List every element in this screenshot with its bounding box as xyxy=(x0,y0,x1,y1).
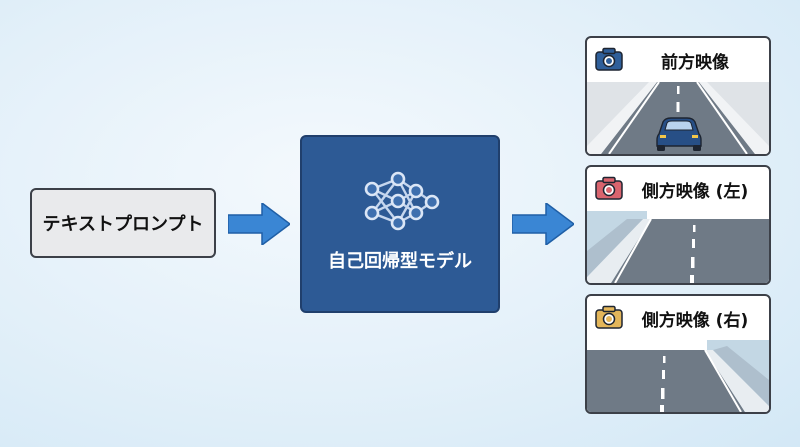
arrow-to-model xyxy=(228,203,290,245)
text-prompt-label: テキストプロンプト xyxy=(42,214,204,235)
model-label: 自己回帰型モデル xyxy=(328,251,472,272)
right-road-scene xyxy=(587,340,769,412)
arrow-to-outputs xyxy=(512,203,574,245)
left-view-header: 側方映像 (左) xyxy=(587,167,769,211)
front-road-scene xyxy=(587,82,769,154)
right-view-label: 側方映像 (右) xyxy=(641,311,749,331)
camera-icon xyxy=(595,176,623,200)
autoregressive-model-box: 自己回帰型モデル xyxy=(300,135,500,313)
left-view-label: 側方映像 (左) xyxy=(641,182,749,202)
front-view-label: 前方映像 xyxy=(661,53,729,73)
front-view-header: 前方映像 xyxy=(587,38,769,82)
front-view-card: 前方映像 xyxy=(585,36,771,156)
right-view-header: 側方映像 (右) xyxy=(587,296,769,340)
right-view-card: 側方映像 (右) xyxy=(585,294,771,414)
neural-network-icon xyxy=(364,171,440,231)
camera-icon xyxy=(595,47,623,71)
car-icon xyxy=(656,117,702,151)
camera-icon xyxy=(595,305,623,329)
left-road-scene xyxy=(587,211,769,283)
left-view-card: 側方映像 (左) xyxy=(585,165,771,285)
text-prompt-box: テキストプロンプト xyxy=(30,188,216,258)
